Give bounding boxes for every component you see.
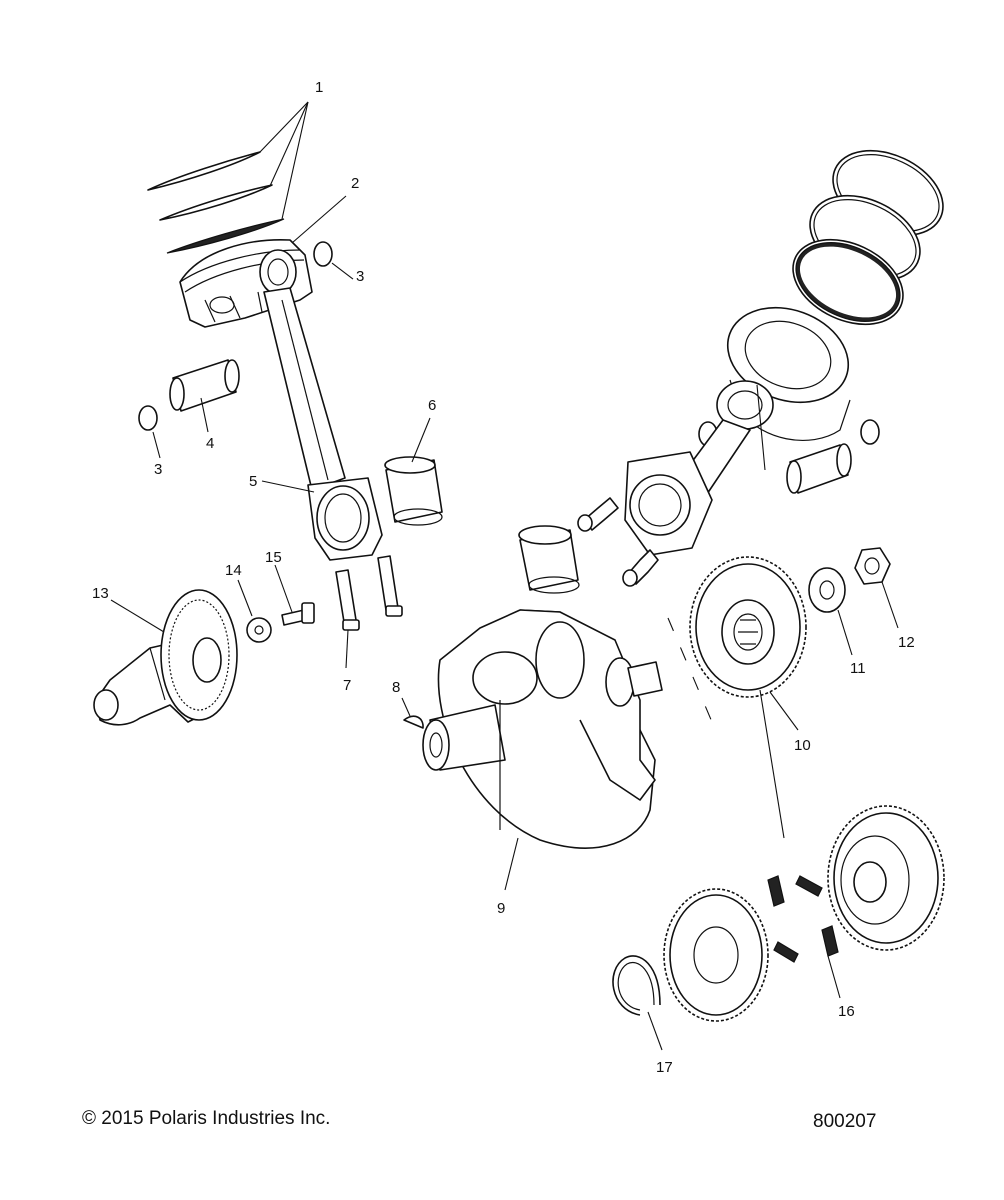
callout-15: 15 [265,549,282,566]
callout-16: 16 [838,1003,855,1020]
callout-13: 13 [92,585,109,602]
callout-12: 12 [898,634,915,651]
rod-bolts-right[interactable] [577,497,659,587]
piston-pin[interactable] [169,359,240,412]
gear-washer[interactable] [808,567,846,613]
rod-bearing-right[interactable] [518,525,580,594]
piston-rings-right[interactable] [779,134,956,341]
callout-14: 14 [225,562,242,579]
piston-pin-right[interactable] [786,443,852,494]
connecting-rod-right[interactable] [624,380,774,556]
callout-7: 7 [343,677,351,694]
callout-9: 9 [497,900,505,917]
callout-11: 11 [850,660,866,677]
piston-pin-clip-lower[interactable] [138,405,158,431]
piston-rings-left[interactable] [147,151,285,254]
callout-5: 5 [249,473,257,490]
gear-nut[interactable] [854,547,891,585]
piston-pin-clip-right-b[interactable] [860,419,880,445]
callout-3: 3 [356,268,364,285]
crankshaft[interactable] [422,609,663,849]
callout-3: 3 [154,461,162,478]
callout-2: 2 [351,175,359,192]
scissor-gear-springs[interactable] [767,875,839,963]
woodruff-key[interactable] [403,715,424,729]
snap-ring[interactable] [612,955,661,1016]
callout-17: 17 [656,1059,673,1076]
leader-lines [110,101,899,1051]
drive-gear[interactable] [689,556,807,698]
scissor-gear-main[interactable] [827,805,945,951]
callout-1: 1 [315,79,323,96]
rod-bearing-left[interactable] [384,456,443,526]
balance-shaft[interactable] [93,589,238,726]
balance-shaft-washer[interactable] [246,617,272,643]
connecting-rod-left[interactable] [259,249,383,561]
copyright-notice: © 2015 Polaris Industries Inc. [82,1108,330,1129]
piston-pin-clip-upper[interactable] [313,241,333,267]
callout-10: 10 [794,737,811,754]
balance-shaft-bolt[interactable] [281,602,315,626]
rod-bolts[interactable] [335,555,403,631]
callout-6: 6 [428,397,436,414]
callout-4: 4 [206,435,214,452]
callout-8: 8 [392,679,400,696]
diagram-number: 800207 [813,1111,876,1132]
callouts: 1 2 3 3 4 5 6 7 8 9 10 11 12 13 14 15 16… [92,79,915,1076]
scissor-gear-plate[interactable] [663,888,769,1022]
